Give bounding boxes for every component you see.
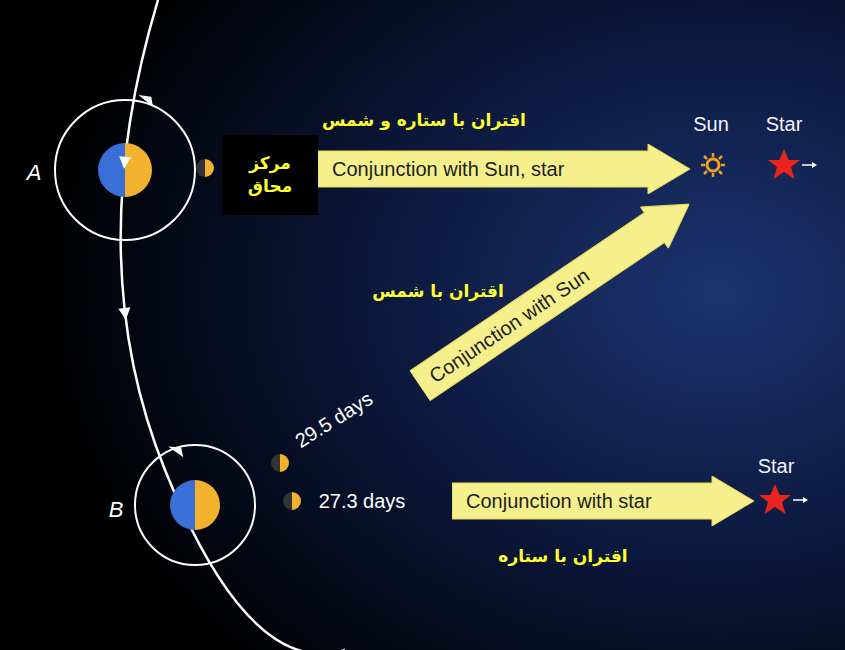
box-label: مرکز محاق bbox=[228, 152, 312, 198]
orbit-arrowhead bbox=[138, 92, 153, 110]
moon-orbit bbox=[135, 445, 255, 565]
star-symbol bbox=[768, 149, 817, 179]
period-label: 27.3 days bbox=[319, 490, 406, 513]
position-letter: B bbox=[109, 497, 124, 523]
sun-symbol bbox=[701, 153, 725, 177]
body-label: Sun bbox=[693, 113, 729, 136]
orbit-arrowhead bbox=[118, 156, 131, 169]
position-letter: A bbox=[27, 160, 42, 186]
orbit-arrowhead bbox=[168, 443, 184, 461]
earth bbox=[170, 480, 220, 530]
earth bbox=[98, 143, 152, 197]
body-label: Star bbox=[766, 113, 803, 136]
arrow-label: Conjunction with star bbox=[466, 490, 652, 513]
orbit-arrowhead bbox=[118, 307, 131, 320]
earth-orbit bbox=[121, 0, 345, 650]
arrow-body bbox=[318, 144, 690, 194]
moon bbox=[196, 159, 214, 177]
moon-orbit bbox=[55, 100, 195, 240]
star-symbol bbox=[759, 484, 808, 514]
conjunction-arrow: Conjunction with star bbox=[452, 476, 754, 526]
persian-label: اقتران با شمس bbox=[372, 281, 504, 301]
moon bbox=[283, 492, 301, 510]
moon bbox=[271, 454, 289, 472]
persian-label: اقتران با ستاره bbox=[498, 546, 627, 566]
arrow-label: Conjunction with Sun, star bbox=[332, 158, 564, 181]
arrow-body bbox=[452, 476, 754, 526]
conjunction-arrow: Conjunction with Sun, star bbox=[318, 144, 690, 194]
persian-label: اقتران با ستاره و شمس bbox=[322, 110, 526, 130]
body-label: Star bbox=[758, 455, 795, 478]
label-box: مرکز محاق bbox=[222, 135, 318, 215]
